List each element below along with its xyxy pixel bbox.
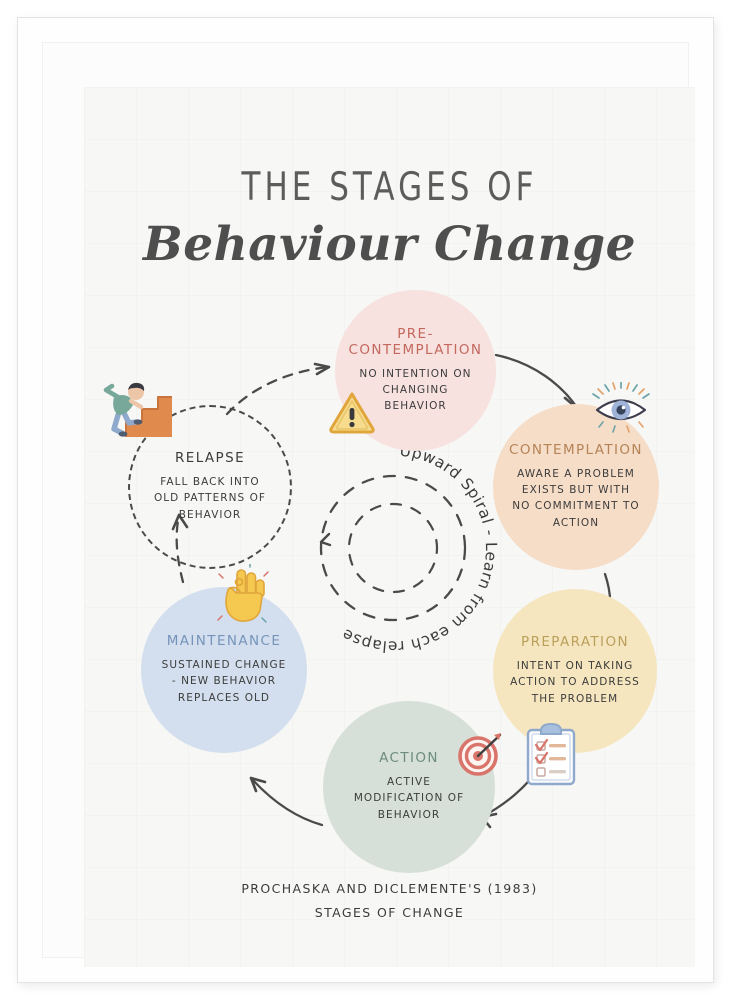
- stage-maintenance-title: MAINTENANCE: [166, 633, 282, 650]
- desc-line: EXISTS BUT WITH: [521, 484, 631, 497]
- stage-relapse-title: RELAPSE: [174, 450, 246, 467]
- stage-precontemplation-title: PRE- CONTEMPLATION: [348, 325, 483, 359]
- desc-line: THE PROBLEM: [531, 692, 619, 705]
- warning-triangle-icon: [329, 392, 375, 434]
- desc-line: MODIFICATION OF: [353, 792, 465, 805]
- desc-line: BEHAVIOR: [384, 400, 447, 413]
- desc-line: BEHAVIOR: [377, 808, 441, 821]
- desc-line: NO INTENTION ON: [359, 367, 472, 380]
- upward-spiral-icon: Upward Spiral - Learn from each relapse: [319, 442, 499, 656]
- desc-line: SUSTAINED CHANGE: [161, 659, 287, 672]
- poster-caption: PROCHASKA AND DICLEMENTE'S (1983) STAGES…: [84, 877, 695, 925]
- picture-frame: THE STAGES OF Behaviour Change: [18, 18, 713, 982]
- poster-artwork: THE STAGES OF Behaviour Change: [84, 87, 695, 967]
- desc-line: ACTIVE: [387, 776, 431, 789]
- desc-line: REPLACES OLD: [177, 691, 271, 704]
- stage-contemplation[interactable]: CONTEMPLATION AWARE A PROBLEM EXISTS BUT…: [493, 404, 659, 570]
- stage-relapse-description: FALL BACK INTO OLD PATTERNS OF BEHAVIOR: [154, 474, 266, 523]
- desc-line: AWARE A PROBLEM: [517, 467, 635, 480]
- caption-line-1: PROCHASKA AND DICLEMENTE'S (1983): [241, 881, 538, 896]
- stage-relapse[interactable]: RELAPSE FALL BACK INTO OLD PATTERNS OF B…: [128, 405, 292, 569]
- stage-precontemplation-title-line1: PRE-: [397, 325, 434, 342]
- person-climbing-stairs-icon: [103, 382, 172, 437]
- title-line-2: Behaviour Change: [142, 217, 637, 272]
- upward-spiral-group: Upward Spiral - Learn from each relapse: [290, 442, 499, 656]
- stage-contemplation-title: CONTEMPLATION: [509, 442, 643, 458]
- poster-title-block: THE STAGES OF Behaviour Change: [84, 165, 695, 272]
- stage-action-description: ACTIVE MODIFICATION OF BEHAVIOR: [354, 774, 464, 823]
- stage-precontemplation-title-line2: CONTEMPLATION: [348, 341, 483, 358]
- desc-line: BEHAVIOR: [178, 508, 242, 521]
- stage-maintenance-description: SUSTAINED CHANGE - NEW BEHAVIOR REPLACES…: [162, 657, 287, 706]
- eye-icon: [592, 382, 650, 433]
- arrow-relapse-to-pre: [225, 365, 331, 416]
- stage-maintenance[interactable]: MAINTENANCE SUSTAINED CHANGE - NEW BEHAV…: [141, 587, 307, 753]
- arrow-action-to-maintenance: [249, 776, 324, 827]
- clipboard-checklist-icon: [526, 722, 576, 786]
- desc-line: - NEW BEHAVIOR: [171, 675, 277, 688]
- arrow-pre-to-contemplation: [494, 353, 580, 411]
- stage-preparation-title: PREPARATION: [521, 634, 629, 651]
- stage-contemplation-description: AWARE A PROBLEM EXISTS BUT WITH NO COMMI…: [512, 466, 639, 531]
- desc-line: NO COMMITMENT TO: [512, 500, 640, 513]
- stage-action-title: ACTION: [379, 750, 439, 767]
- frame-mat: THE STAGES OF Behaviour Change: [42, 42, 695, 967]
- stage-preparation[interactable]: PREPARATION INTENT ON TAKING ACTION TO A…: [493, 589, 657, 753]
- desc-line: INTENT ON TAKING: [516, 660, 634, 673]
- title-line-1: THE STAGES OF: [241, 165, 538, 210]
- caption-line-2: STAGES OF CHANGE: [314, 904, 465, 920]
- desc-line: FALL BACK INTO: [160, 476, 260, 489]
- desc-line: OLD PATTERNS OF: [153, 492, 267, 505]
- stage-action[interactable]: ACTION ACTIVE MODIFICATION OF BEHAVIOR: [323, 701, 495, 873]
- upward-spiral-label: Upward Spiral - Learn from each relapse: [339, 442, 500, 656]
- desc-line: CHANGING: [382, 383, 449, 396]
- stage-precontemplation-description: NO INTENTION ON CHANGING BEHAVIOR: [359, 366, 471, 415]
- target-icon: [458, 733, 502, 776]
- desc-line: ACTION TO ADDRESS: [510, 676, 640, 689]
- desc-line: ACTION: [552, 516, 600, 529]
- ok-hand-icon: [217, 564, 269, 623]
- stage-preparation-description: INTENT ON TAKING ACTION TO ADDRESS THE P…: [510, 658, 640, 707]
